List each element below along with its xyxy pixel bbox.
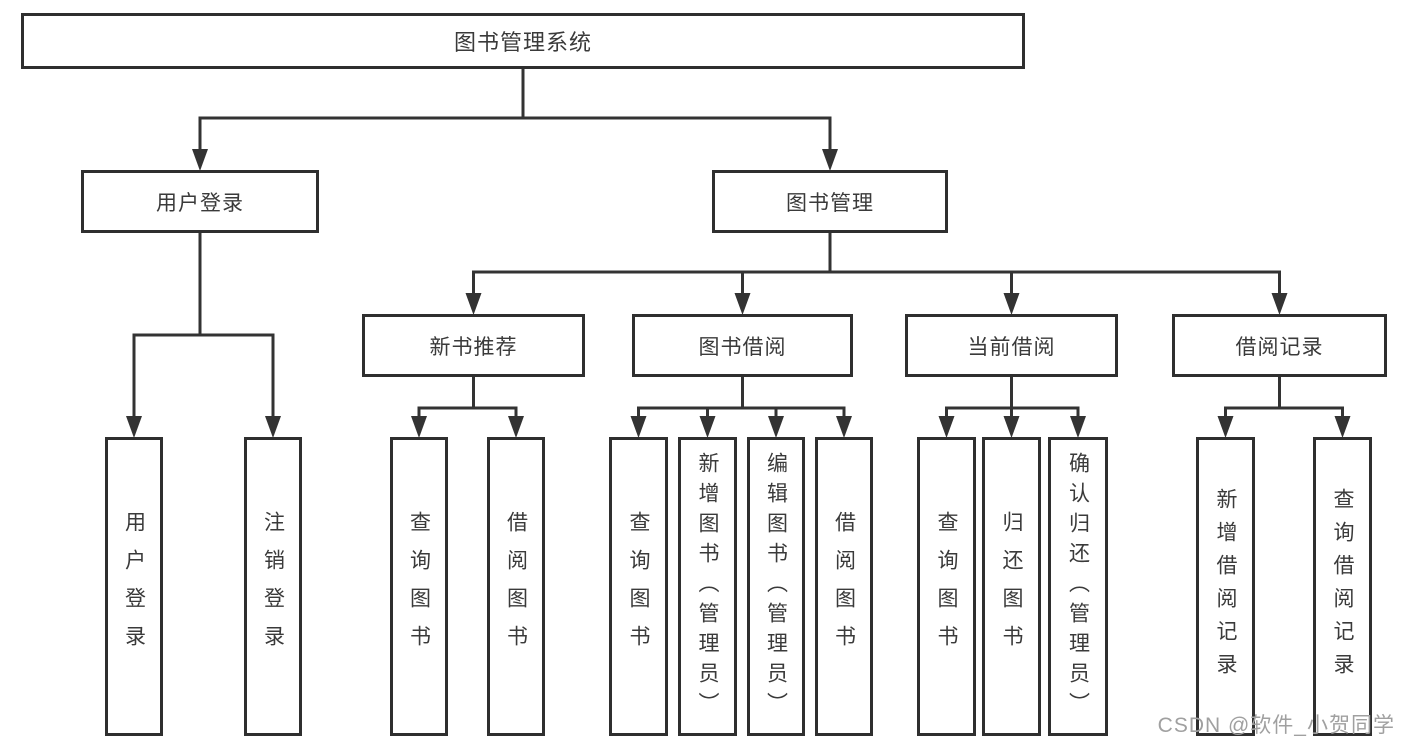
arrowhead-icon (699, 416, 716, 438)
node-borrow-records: 借阅记录 (1172, 314, 1387, 377)
node-v-query-book-3: 查询图书 (917, 437, 976, 736)
node-current-borrow: 当前借阅 (905, 314, 1118, 377)
arrowhead-icon (822, 149, 838, 171)
node-label-v-user-login: 用户登录 (122, 510, 146, 663)
node-v-user-login: 用户登录 (105, 437, 163, 736)
node-v-query-record: 查询借阅记录 (1313, 437, 1372, 736)
node-v-add-book: 新增图书（管理员） (678, 437, 737, 736)
node-label-v-query-book-2: 查询图书 (627, 510, 650, 663)
node-root: 图书管理系统 (21, 13, 1025, 69)
node-label-book-borrow: 图书借阅 (698, 335, 787, 359)
node-label-user-login: 用户登录 (156, 191, 244, 215)
node-v-confirm-return: 确认归还（管理员） (1048, 437, 1108, 736)
arrowhead-icon (768, 416, 784, 438)
node-v-borrow-book-1: 借阅图书 (487, 437, 545, 736)
arrowhead-icon (192, 149, 208, 171)
node-book-borrow: 图书借阅 (632, 314, 853, 377)
arrowhead-icon (836, 416, 852, 438)
arrowhead-icon (1003, 416, 1020, 438)
node-label-v-logout: 注销登录 (261, 510, 285, 663)
node-label-new-book-rec: 新书推荐 (429, 335, 518, 359)
arrowhead-icon (1271, 293, 1288, 315)
node-label-borrow-records: 借阅记录 (1235, 335, 1324, 359)
node-v-query-book-1: 查询图书 (390, 437, 448, 736)
arrowhead-icon (1070, 416, 1086, 438)
arrowhead-icon (265, 416, 281, 438)
arrowhead-icon (465, 293, 482, 315)
node-label-v-borrow-book-1: 借阅图书 (504, 510, 528, 663)
node-v-add-record: 新增借阅记录 (1196, 437, 1255, 736)
arrowhead-icon (1217, 416, 1234, 438)
arrowhead-icon (126, 416, 142, 438)
node-label-v-return-book: 归还图书 (1000, 510, 1023, 663)
node-v-borrow-book-2: 借阅图书 (815, 437, 873, 736)
arrowhead-icon (1003, 293, 1020, 315)
node-user-login: 用户登录 (81, 170, 319, 233)
node-book-mgmt: 图书管理 (712, 170, 948, 233)
node-v-logout: 注销登录 (244, 437, 302, 736)
arrowhead-icon (508, 416, 524, 438)
arrowhead-icon (411, 416, 427, 438)
node-label-v-edit-book: 编辑图书（管理员） (764, 451, 788, 722)
node-label-book-mgmt: 图书管理 (786, 191, 874, 215)
arrowhead-icon (1334, 416, 1351, 438)
node-label-v-add-record: 新增借阅记录 (1214, 487, 1237, 686)
node-v-edit-book: 编辑图书（管理员） (747, 437, 805, 736)
node-label-v-query-book-1: 查询图书 (407, 510, 431, 663)
node-label-v-add-book: 新增图书（管理员） (696, 451, 719, 722)
arrowhead-icon (734, 293, 751, 315)
node-label-current-borrow: 当前借阅 (967, 335, 1056, 359)
node-label-v-confirm-return: 确认归还（管理员） (1066, 451, 1090, 722)
node-label-v-query-record: 查询借阅记录 (1331, 487, 1354, 686)
node-new-book-rec: 新书推荐 (362, 314, 585, 377)
node-v-return-book: 归还图书 (982, 437, 1041, 736)
node-label-v-borrow-book-2: 借阅图书 (832, 510, 856, 663)
node-label-v-query-book-3: 查询图书 (935, 510, 958, 663)
node-v-query-book-2: 查询图书 (609, 437, 668, 736)
arrowhead-icon (630, 416, 647, 438)
node-label-root: 图书管理系统 (453, 30, 592, 55)
arrowhead-icon (938, 416, 955, 438)
